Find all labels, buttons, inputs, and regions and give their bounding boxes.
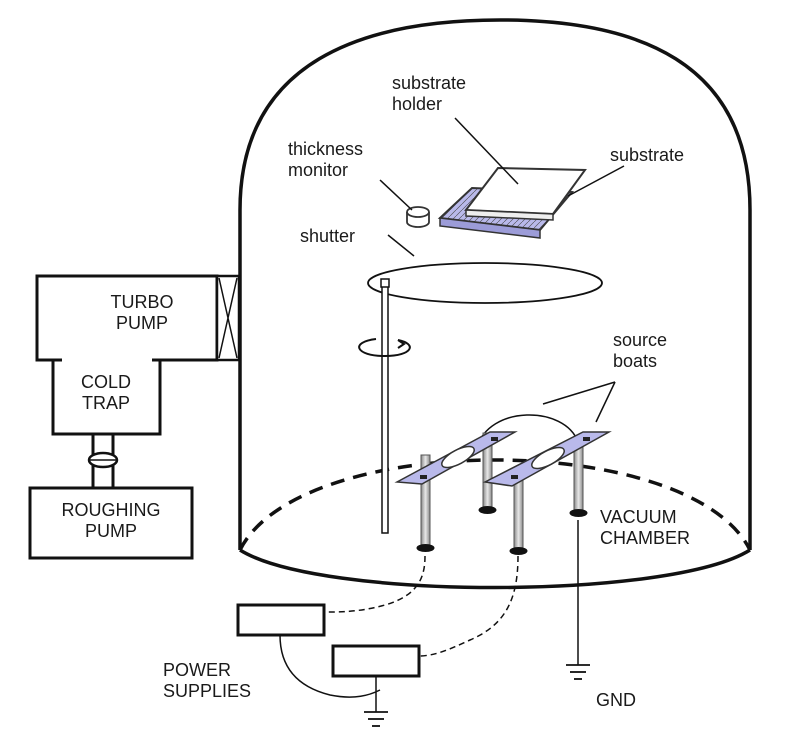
wire-boat-left: [324, 555, 426, 613]
ground-symbol-supplies: [364, 711, 388, 727]
shutter-rod: [381, 282, 389, 534]
ground-symbol-gnd: [566, 664, 590, 680]
substrate-plate: [464, 166, 587, 216]
source-boat-right: [482, 431, 612, 555]
substrate-holder-leader: [454, 117, 519, 185]
shutter-leader: [387, 234, 415, 257]
wire-boat-right: [417, 555, 519, 657]
bell-jar-outline: [238, 18, 752, 550]
gate-valve-cross: [218, 277, 238, 359]
turbo-pump-box: [35, 274, 219, 362]
power-supply-2: [331, 644, 421, 678]
label-substrate: substrate: [610, 145, 685, 165]
label-thickness-monitor-line1: thickness: [288, 139, 364, 159]
cold-trap-box: [51, 358, 162, 436]
label-turbo-pump-line1: TURBO: [110, 292, 174, 312]
label-turbo-pump: TURBO PUMP: [87, 292, 197, 334]
roughing-pump-box: [28, 486, 194, 560]
label-thickness-monitor-line2: monitor: [288, 160, 349, 180]
label-cold-trap: COLD TRAP: [56, 372, 156, 414]
chamber-base-back: [238, 458, 752, 551]
label-vacuum-chamber: VACUUM CHAMBER: [600, 507, 690, 549]
rotation-arrow-icon: [358, 338, 411, 358]
label-roughing-pump: ROUGHING PUMP: [33, 500, 189, 542]
power-supply-1: [236, 603, 326, 637]
label-roughing-pump-line1: ROUGHING: [61, 500, 161, 520]
source-boat-left: [394, 431, 518, 552]
label-cold-trap-line1: COLD: [80, 372, 131, 392]
thickness-monitor-leader: [379, 179, 413, 211]
substrate-leader: [567, 165, 625, 197]
label-substrate-holder: substrate holder: [392, 73, 466, 115]
label-vacuum-chamber-line1: VACUUM: [600, 507, 677, 527]
label-roughing-pump-line2: PUMP: [84, 521, 137, 541]
label-turbo-pump-line2: PUMP: [115, 313, 168, 333]
label-cold-trap-line2: TRAP: [81, 393, 130, 413]
label-power-supplies-line1: POWER: [163, 660, 232, 680]
label-power-supplies-line2: SUPPLIES: [163, 681, 252, 701]
label-substrate-holder-line2: holder: [392, 94, 443, 114]
label-thickness-monitor: thickness monitor: [288, 139, 363, 181]
label-source-boats: source boats: [613, 330, 667, 372]
label-shutter: shutter: [300, 226, 356, 246]
source-boats-leader-left: [542, 381, 616, 405]
label-source-boats-line2: boats: [613, 351, 658, 371]
shutter-disk: [367, 262, 603, 304]
label-source-boats-line1: source: [613, 330, 668, 350]
power-supply-ground-wire: [279, 634, 381, 712]
source-boats-leader-right: [595, 381, 616, 423]
label-vacuum-chamber-line2: CHAMBER: [600, 528, 691, 548]
chamber-base-front: [239, 548, 751, 590]
thickness-monitor-sensor: [406, 206, 430, 228]
label-power-supplies: POWER SUPPLIES: [163, 660, 251, 702]
label-gnd: GND: [596, 690, 636, 710]
label-substrate-holder-line1: substrate: [392, 73, 467, 93]
